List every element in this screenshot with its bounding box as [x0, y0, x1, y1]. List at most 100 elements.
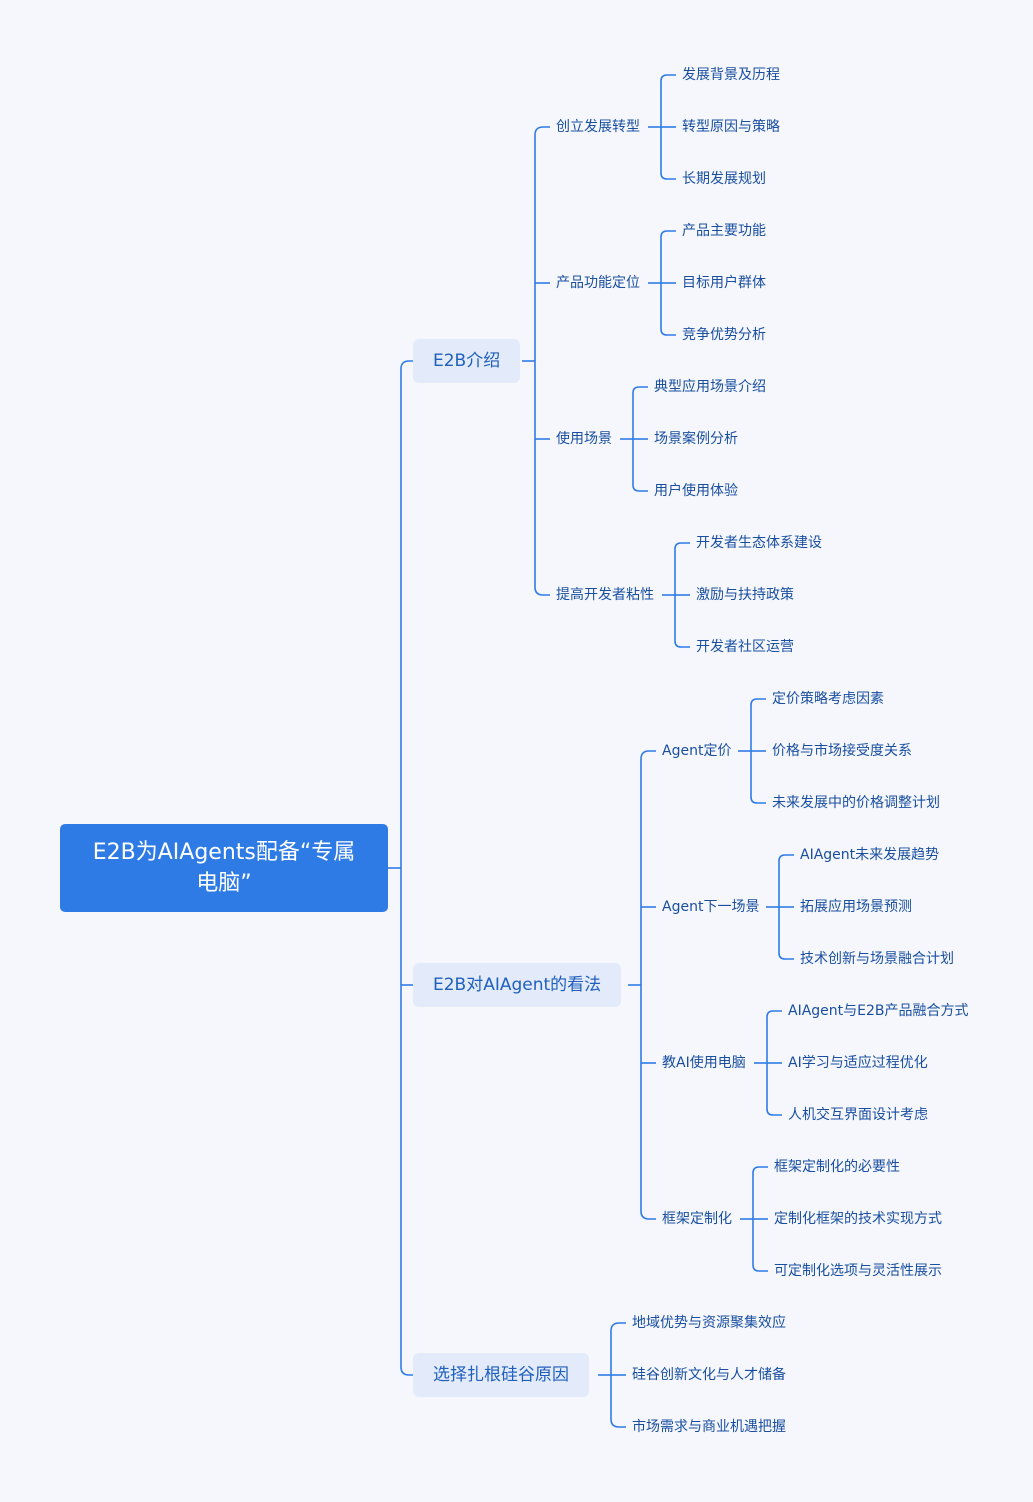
leaf-label: AIAgent未来发展趋势	[800, 847, 940, 863]
branch-e2b-intro[interactable]: E2B介绍	[413, 339, 521, 383]
connector-line	[534, 586, 550, 596]
root-title: E2B为AIAgents配备“专属电脑”	[92, 840, 356, 896]
subtopic-node[interactable]: 创立发展转型	[556, 117, 640, 137]
leaf-label: 价格与市场接受度关系	[772, 743, 912, 759]
leaf-label: 典型应用场景介绍	[654, 379, 766, 395]
connector-line	[632, 386, 648, 394]
leaf-node[interactable]: 激励与扶持政策	[696, 585, 794, 605]
subtopic-node[interactable]: 教AI使用电脑	[662, 1053, 746, 1073]
leaf-node[interactable]: 框架定制化的必要性	[774, 1157, 900, 1177]
leaf-node[interactable]: 产品主要功能	[682, 221, 766, 241]
subtopic-label: 使用场景	[556, 431, 612, 447]
leaf-label: 用户使用体验	[654, 483, 738, 499]
leaf-label: 开发者社区运营	[696, 639, 794, 655]
connector-line	[778, 854, 794, 862]
subtopic-label: Agent定价	[662, 743, 732, 759]
leaf-node[interactable]: 人机交互界面设计考虑	[788, 1105, 928, 1125]
connector-line	[640, 750, 656, 760]
leaf-label: 人机交互界面设计考虑	[788, 1107, 928, 1123]
leaf-label: 框架定制化的必要性	[774, 1159, 900, 1175]
leaf-label: 激励与扶持政策	[696, 587, 794, 603]
subtopic-node[interactable]: Agent下一场景	[662, 897, 759, 917]
connector-line	[660, 328, 676, 336]
connector-line	[400, 1366, 413, 1376]
subtopic-node[interactable]: 产品功能定位	[556, 273, 640, 293]
connector-line	[674, 542, 690, 550]
leaf-label: AI学习与适应过程优化	[788, 1055, 928, 1071]
leaf-node[interactable]: 发展背景及历程	[682, 65, 780, 85]
leaf-node[interactable]: 场景案例分析	[654, 429, 738, 449]
connector-line	[750, 796, 766, 804]
connector-line	[610, 1322, 626, 1332]
leaf-node[interactable]: 市场需求与商业机遇把握	[632, 1417, 786, 1437]
subtopic-node[interactable]: 使用场景	[556, 429, 612, 449]
leaf-node[interactable]: 典型应用场景介绍	[654, 377, 766, 397]
leaf-node[interactable]: 硅谷创新文化与人才储备	[632, 1365, 786, 1385]
leaf-label: 地域优势与资源聚集效应	[632, 1315, 786, 1331]
subtopic-node[interactable]: Agent定价	[662, 741, 731, 761]
connector-line	[632, 484, 648, 492]
leaf-node[interactable]: 可定制化选项与灵活性展示	[774, 1261, 942, 1281]
connector-line	[660, 74, 676, 82]
leaf-node[interactable]: 拓展应用场景预测	[800, 897, 912, 917]
subtopic-label: 框架定制化	[662, 1211, 732, 1227]
subtopic-label: 产品功能定位	[556, 275, 640, 291]
leaf-node[interactable]: 技术创新与场景融合计划	[800, 949, 954, 969]
connector-line	[640, 1210, 656, 1220]
connector-line	[610, 1418, 626, 1428]
leaf-node[interactable]: 转型原因与策略	[682, 117, 780, 137]
leaf-node[interactable]: 用户使用体验	[654, 481, 738, 501]
connector-line	[766, 1108, 782, 1116]
branch-e2b-view-on-aiagent[interactable]: E2B对AIAgent的看法	[413, 963, 622, 1007]
connector-line	[400, 360, 413, 370]
connector-line	[766, 1010, 782, 1018]
connector-line	[660, 172, 676, 180]
branch-label: E2B对AIAgent的看法	[433, 975, 602, 995]
subtopic-label: Agent下一场景	[662, 899, 760, 915]
leaf-node[interactable]: 地域优势与资源聚集效应	[632, 1313, 786, 1333]
connector-line	[752, 1264, 768, 1272]
root-node[interactable]: E2B为AIAgents配备“专属电脑”	[60, 824, 388, 912]
leaf-node[interactable]: 竞争优势分析	[682, 325, 766, 345]
leaf-node[interactable]: 开发者社区运营	[696, 637, 794, 657]
leaf-label: 目标用户群体	[682, 275, 766, 291]
connector-line	[752, 1166, 768, 1174]
leaf-label: 拓展应用场景预测	[800, 899, 912, 915]
leaf-label: 可定制化选项与灵活性展示	[774, 1263, 942, 1279]
leaf-node[interactable]: AIAgent未来发展趋势	[800, 845, 939, 865]
connector-line	[660, 230, 676, 238]
connector-line	[750, 698, 766, 706]
leaf-label: 定价策略考虑因素	[772, 691, 884, 707]
leaf-node[interactable]: AIAgent与E2B产品融合方式	[788, 1001, 969, 1021]
leaf-label: 开发者生态体系建设	[696, 535, 822, 551]
leaf-label: 产品主要功能	[682, 223, 766, 239]
connector-line	[534, 126, 550, 136]
leaf-label: 竞争优势分析	[682, 327, 766, 343]
subtopic-label: 提高开发者粘性	[556, 587, 654, 603]
subtopic-label: 教AI使用电脑	[662, 1055, 746, 1071]
leaf-node[interactable]: 开发者生态体系建设	[696, 533, 822, 553]
branch-silicon-valley-reasons[interactable]: 选择扎根硅谷原因	[413, 1353, 589, 1397]
leaf-node[interactable]: 价格与市场接受度关系	[772, 741, 912, 761]
leaf-label: 定制化框架的技术实现方式	[774, 1211, 942, 1227]
leaf-node[interactable]: 定制化框架的技术实现方式	[774, 1209, 942, 1229]
leaf-label: 未来发展中的价格调整计划	[772, 795, 940, 811]
subtopic-node[interactable]: 框架定制化	[662, 1209, 732, 1229]
leaf-label: 市场需求与商业机遇把握	[632, 1419, 786, 1435]
leaf-node[interactable]: 目标用户群体	[682, 273, 766, 293]
leaf-node[interactable]: 未来发展中的价格调整计划	[772, 793, 940, 813]
connector-line	[778, 952, 794, 960]
leaf-label: 转型原因与策略	[682, 119, 780, 135]
leaf-node[interactable]: 定价策略考虑因素	[772, 689, 884, 709]
subtopic-node[interactable]: 提高开发者粘性	[556, 585, 654, 605]
leaf-label: AIAgent与E2B产品融合方式	[788, 1003, 969, 1019]
leaf-label: 硅谷创新文化与人才储备	[632, 1367, 786, 1383]
branch-label: E2B介绍	[433, 351, 501, 371]
leaf-node[interactable]: 长期发展规划	[682, 169, 766, 189]
leaf-node[interactable]: AI学习与适应过程优化	[788, 1053, 928, 1073]
connector-line	[674, 640, 690, 648]
leaf-label: 长期发展规划	[682, 171, 766, 187]
leaf-label: 技术创新与场景融合计划	[800, 951, 954, 967]
